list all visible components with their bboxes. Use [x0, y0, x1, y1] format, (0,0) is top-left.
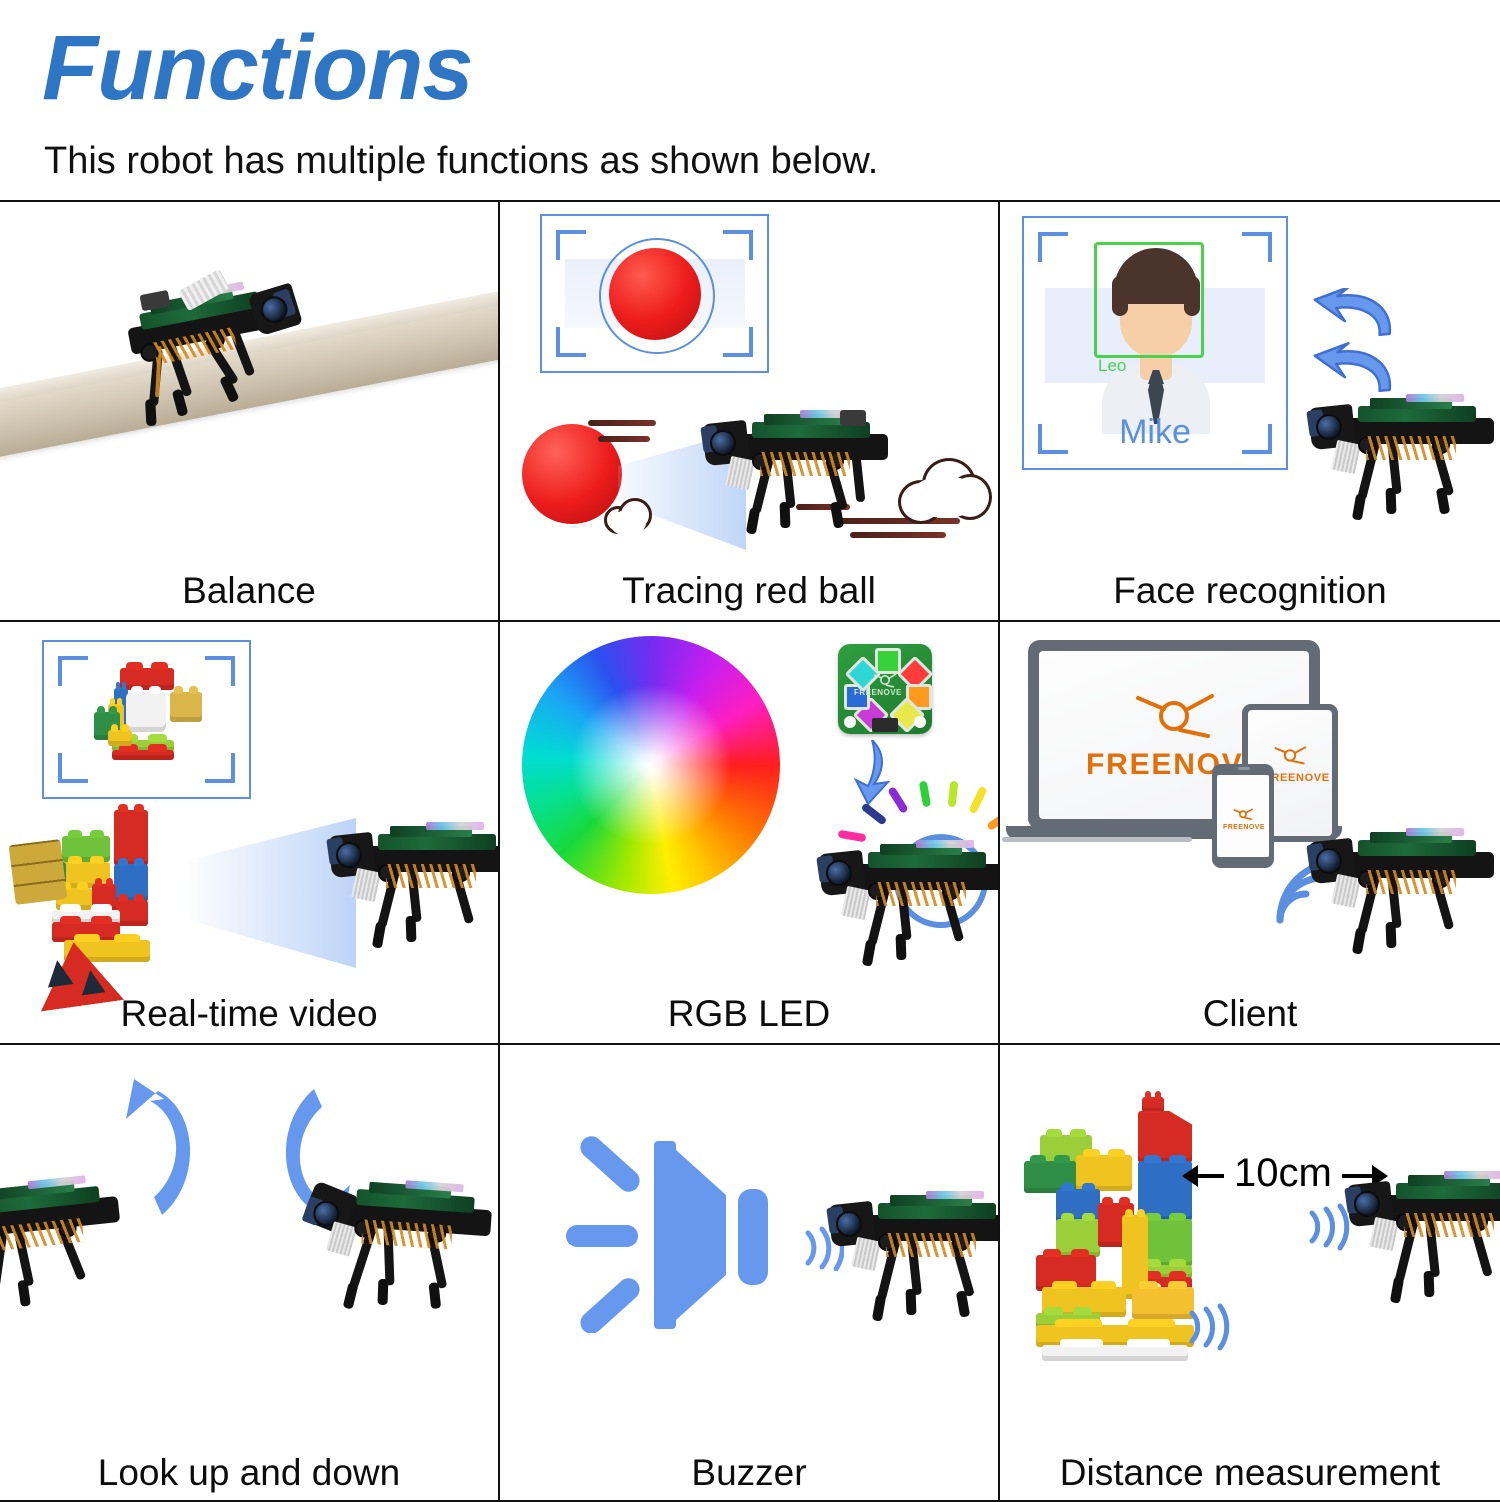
function-cell-client[interactable]: FREENOVE FREENOVE: [1000, 622, 1500, 1045]
robot-dog: [1306, 384, 1500, 534]
page-title: Functions: [42, 17, 474, 119]
cell-caption: Buzzer: [691, 1452, 807, 1493]
rgb-led-illustration: FREENOVE: [500, 622, 998, 977]
balance-illustration: [0, 202, 498, 554]
function-cell-real-time-video[interactable]: Real-time video: [0, 622, 500, 1045]
avatar: [1092, 242, 1220, 434]
brand-logo: [1124, 684, 1224, 751]
dust-puff-large: [898, 458, 992, 528]
cell-caption: Face recognition: [1113, 570, 1387, 611]
tracking-circle: [598, 237, 715, 354]
cell-caption: Distance measurement: [1059, 1452, 1441, 1493]
viewfinder-icon: [540, 214, 769, 373]
detected-name-label: Leo: [1098, 356, 1127, 375]
laptop-shadow: [1002, 837, 1192, 842]
cell-caption: Real-time video: [120, 993, 378, 1034]
robot-dog: [826, 1181, 998, 1331]
function-cell-face-recognition[interactable]: Leo Mike: [1000, 202, 1500, 622]
robot-dog: [83, 257, 341, 442]
sound-waves-icon: [1186, 1303, 1230, 1351]
function-cell-tracing-red-ball[interactable]: Tracing red ball: [500, 202, 1000, 622]
robot-dog: [816, 830, 998, 980]
page-subtitle: This robot has multiple functions as sho…: [44, 140, 879, 182]
functions-grid: Balance: [0, 200, 1500, 1502]
display-name-label: Mike: [1119, 413, 1191, 451]
robot-dog-right: [296, 1163, 498, 1329]
cell-caption: Balance: [182, 570, 316, 611]
rgb-led-board: FREENOVE: [838, 644, 934, 734]
brand-label: FREENOVE: [854, 688, 902, 697]
tracing-illustration: [500, 202, 998, 554]
robot-dog: [1344, 1161, 1500, 1311]
function-cell-balance[interactable]: Balance: [0, 202, 500, 622]
dust-puff-small: [604, 498, 652, 536]
curved-arrow-up-icon: [120, 1077, 220, 1227]
cell-caption: Look up and down: [97, 1452, 401, 1493]
brand-label: FREENOVE: [1264, 772, 1330, 784]
robot-dog: [326, 812, 498, 962]
face-detection-box: [1094, 242, 1204, 358]
cell-caption: Tracing red ball: [622, 570, 876, 611]
robot-dog: [700, 400, 930, 550]
brand-label: FREENOVE: [1223, 824, 1265, 831]
measurement-label: 10cm: [1234, 1151, 1332, 1195]
face-viewfinder-panel: Leo Mike: [1022, 216, 1288, 470]
face-recognition-illustration: Leo Mike: [1000, 202, 1500, 554]
function-cell-distance-measurement[interactable]: 10cm: [1000, 1045, 1500, 1502]
sound-waves-icon: [1306, 1203, 1350, 1251]
client-illustration: FREENOVE FREENOVE: [1000, 622, 1500, 977]
video-illustration: [0, 622, 498, 977]
robot-dog: [1306, 818, 1500, 968]
function-cell-rgb-led[interactable]: FREENOVE: [500, 622, 1000, 1045]
buzzer-illustration: [500, 1045, 998, 1434]
double-curved-arrow-icon: [1300, 286, 1400, 398]
cell-caption: RGB LED: [667, 993, 831, 1034]
function-cell-look-up-and-down[interactable]: Look up and down: [0, 1045, 500, 1502]
look-up-down-illustration: [0, 1045, 498, 1434]
phone-device: FREENOVE: [1212, 764, 1274, 868]
speaker-icon: [558, 1133, 774, 1334]
color-wheel: [522, 636, 780, 894]
curved-arrow-down-icon: [256, 1077, 356, 1227]
red-ball-thumb: [608, 247, 701, 340]
cell-caption: Client: [1202, 993, 1298, 1034]
lego-wall: [1010, 1087, 1220, 1377]
viewfinder-icon: [42, 640, 251, 799]
page-header: Functions This robot has multiple functi…: [0, 0, 1500, 200]
rubiks-cube-gold: [8, 839, 68, 905]
lego-wall: [8, 810, 198, 995]
lego-thumb: [78, 668, 218, 774]
function-cell-buzzer[interactable]: Buzzer: [500, 1045, 1000, 1502]
distance-illustration: 10cm: [1000, 1045, 1500, 1434]
